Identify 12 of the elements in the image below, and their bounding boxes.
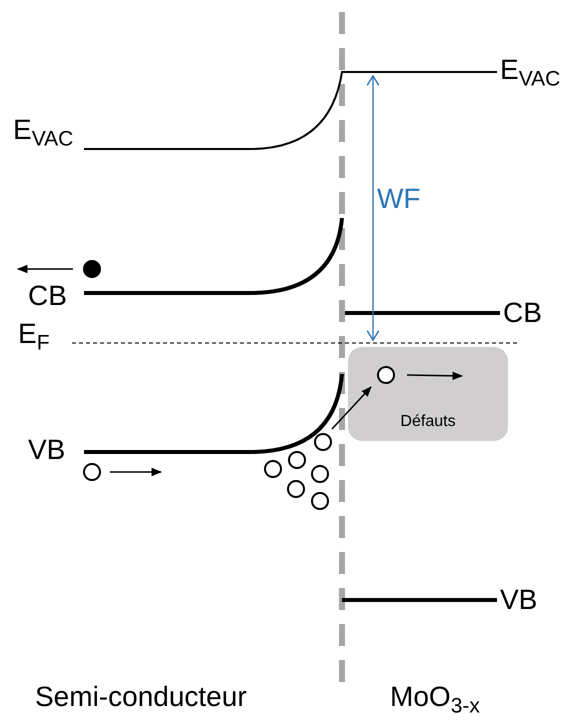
- energy-level-label: E$_{F}$: [18, 320, 50, 354]
- band-label: CB: [503, 299, 542, 327]
- band-label: VB: [500, 586, 538, 614]
- band-label: CB: [28, 282, 67, 310]
- defects-box: [348, 347, 508, 441]
- region-label: Semi-conducteur: [35, 683, 247, 711]
- energy-level-label: E$_{VAC}$: [13, 116, 74, 150]
- energy-level-label: E$_{VAC}$: [500, 56, 560, 90]
- box-label: Défauts: [399, 413, 457, 431]
- dimension-label: WF: [377, 185, 421, 213]
- region-label: MoO$_{3-x}$: [390, 683, 480, 716]
- band-label: VB: [28, 436, 66, 464]
